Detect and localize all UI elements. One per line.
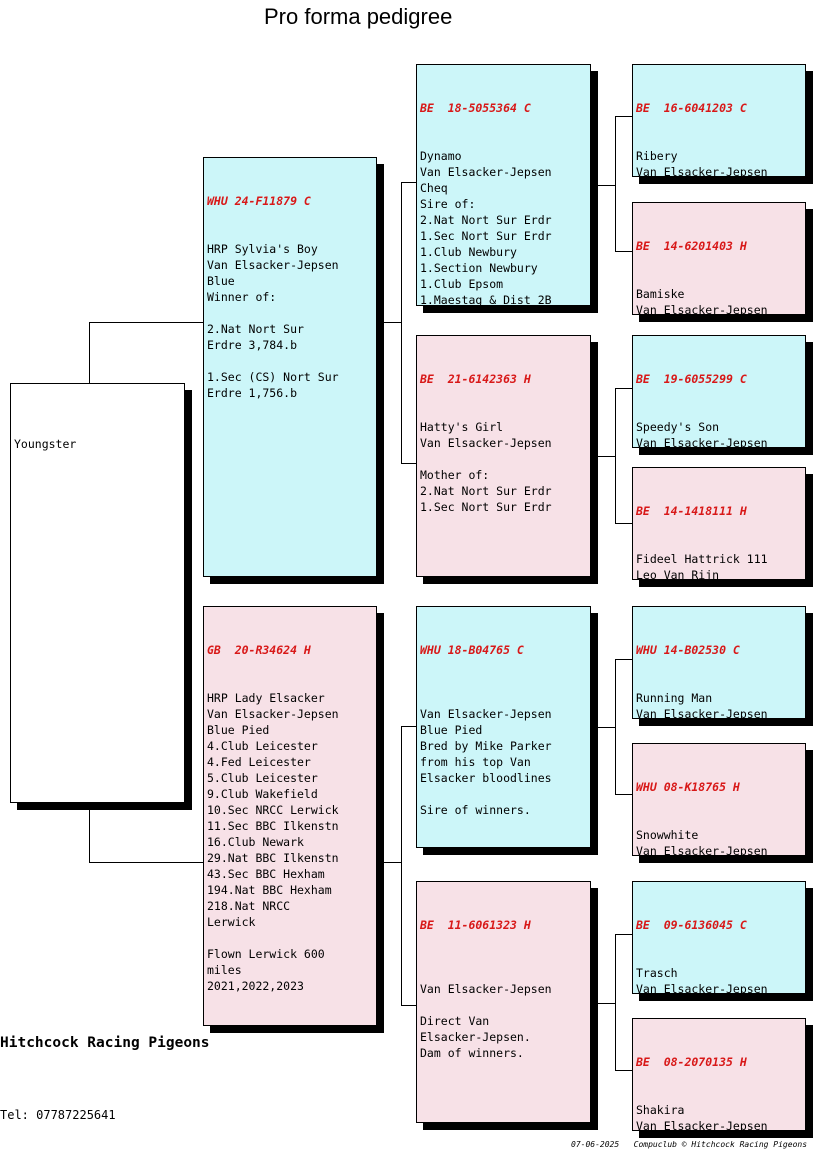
bird-details: Bamiske Van Elsacker-Jepsen 1/2 Sister t… [636, 287, 768, 315]
connector-line [89, 810, 90, 863]
great-grandparent-card: BE 08-2070135 H Shakira Van Elsacker-Jep… [632, 1018, 806, 1131]
connector-line [615, 388, 633, 389]
connector-line [615, 934, 633, 935]
great-grandparent-card: BE 14-6201403 H Bamiske Van Elsacker-Jep… [632, 202, 806, 315]
connector-line [597, 1003, 615, 1004]
grandsire-paternal-card: BE 18-5055364 C Dynamo Van Elsacker-Jeps… [416, 64, 591, 306]
ring-number: BE 14-1418111 H [636, 504, 747, 518]
bird-details: Shakira Van Elsacker-Jepsen Top Janssen … [636, 1103, 768, 1131]
bird-details: Van Elsacker-Jepsen Blue Pied Bred by Mi… [420, 707, 552, 817]
sire-card: WHU 24-F11879 C HRP Sylvia's Boy Van Els… [203, 157, 377, 577]
connector-line [615, 116, 633, 117]
footer-date: 07-06-2025 [571, 1140, 620, 1149]
connector-line [615, 1070, 633, 1071]
bird-details: Trasch Van Elsacker-Jepsen 1/2 Sister to… [636, 966, 768, 994]
granddam-maternal-card: BE 11-6061323 H Van Elsacker-Jepsen Dire… [416, 881, 591, 1123]
connector-line [615, 659, 633, 660]
ring-number: WHU 18-B04765 C [420, 643, 524, 657]
connector-line [401, 726, 417, 727]
connector-line [401, 182, 417, 183]
grandsire-maternal-card: WHU 18-B04765 C Van Elsacker-Jepsen Blue… [416, 606, 591, 848]
page-title: Pro forma pedigree [264, 4, 453, 29]
ring-number: WHU 24-F11879 C [207, 194, 311, 208]
bird-details: Dynamo Van Elsacker-Jepsen Cheq Sire of:… [420, 149, 552, 306]
bird-details: Fideel Hattrick 111 Leo Van Rijn Mother … [636, 552, 768, 580]
connector-line [615, 116, 616, 252]
ring-number: BE 08-2070135 H [636, 1055, 747, 1069]
ring-number: WHU 14-B02530 C [636, 643, 740, 657]
connector-line [615, 251, 633, 252]
footer-credit: Compuclub © Hitchcock Racing Pigeons [633, 1140, 808, 1149]
connector-line [401, 1005, 417, 1006]
footer: 07-06-2025 Compuclub © Hitchcock Racing … [571, 1140, 807, 1149]
ring-number: WHU 08-K18765 H [636, 780, 740, 794]
connector-line [383, 862, 401, 863]
ring-number: BE 16-6041203 C [636, 101, 747, 115]
bird-details: HRP Sylvia's Boy Van Elsacker-Jepsen Blu… [207, 242, 339, 400]
bird-details: HRP Lady Elsacker Van Elsacker-Jepsen Bl… [207, 691, 339, 993]
bird-details: Hatty's Girl Van Elsacker-Jepsen Mother … [420, 420, 552, 514]
ring-number: BE 21-6142363 H [420, 372, 531, 386]
great-grandparent-card: WHU 14-B02530 C Running Man Van Elsacker… [632, 606, 806, 719]
connector-line [89, 862, 204, 863]
connector-line [401, 463, 417, 464]
connector-line [89, 322, 90, 384]
ring-number: BE 18-5055364 C [420, 101, 531, 115]
bird-details: Running Man Van Elsacker-Jepsen Blue Pie… [636, 691, 768, 719]
bird-details: Snowwhite Van Elsacker-Jepsen White Winn… [636, 828, 768, 856]
connector-line [615, 794, 633, 795]
ring-number: GB 20-R34624 H [207, 643, 311, 657]
ring-number: BE 19-6055299 C [636, 372, 747, 386]
granddam-paternal-card: BE 21-6142363 H Hatty's Girl Van Elsacke… [416, 335, 591, 577]
connector-line [615, 523, 633, 524]
loft-name: Hitchcock Racing Pigeons [0, 1035, 210, 1051]
bird-details: Van Elsacker-Jepsen Direct Van Elsacker-… [420, 982, 552, 1060]
great-grandparent-card: WHU 08-K18765 H Snowwhite Van Elsacker-J… [632, 743, 806, 856]
ring-number: BE 09-6136045 C [636, 918, 747, 932]
connector-line [597, 727, 615, 728]
great-grandparent-card: BE 14-1418111 H Fideel Hattrick 111 Leo … [632, 467, 806, 580]
connector-line [615, 934, 616, 1071]
subject-name: Youngster [14, 437, 77, 451]
telephone: Tel: 07787225641 [0, 1108, 116, 1122]
connector-line [89, 322, 204, 323]
connector-line [615, 659, 616, 795]
subject-card: Youngster [10, 383, 185, 803]
bird-details: Speedy's Son Van Elsacker-Jepsen Sire of… [636, 420, 768, 448]
connector-line [383, 322, 401, 323]
connector-line [615, 388, 616, 524]
connector-line [597, 456, 615, 457]
great-grandparent-card: BE 16-6041203 C Ribery Van Elsacker-Jeps… [632, 64, 806, 177]
connector-line [597, 185, 615, 186]
bird-details: Ribery Van Elsacker-Jepsen Son from Rudy… [636, 149, 768, 177]
connector-line [401, 726, 402, 1006]
great-grandparent-card: BE 09-6136045 C Trasch Van Elsacker-Jeps… [632, 881, 806, 994]
ring-number: BE 14-6201403 H [636, 239, 747, 253]
dam-card: GB 20-R34624 H HRP Lady Elsacker Van Els… [203, 606, 377, 1026]
ring-number: BE 11-6061323 H [420, 918, 531, 932]
great-grandparent-card: BE 19-6055299 C Speedy's Son Van Elsacke… [632, 335, 806, 448]
connector-line [401, 182, 402, 464]
